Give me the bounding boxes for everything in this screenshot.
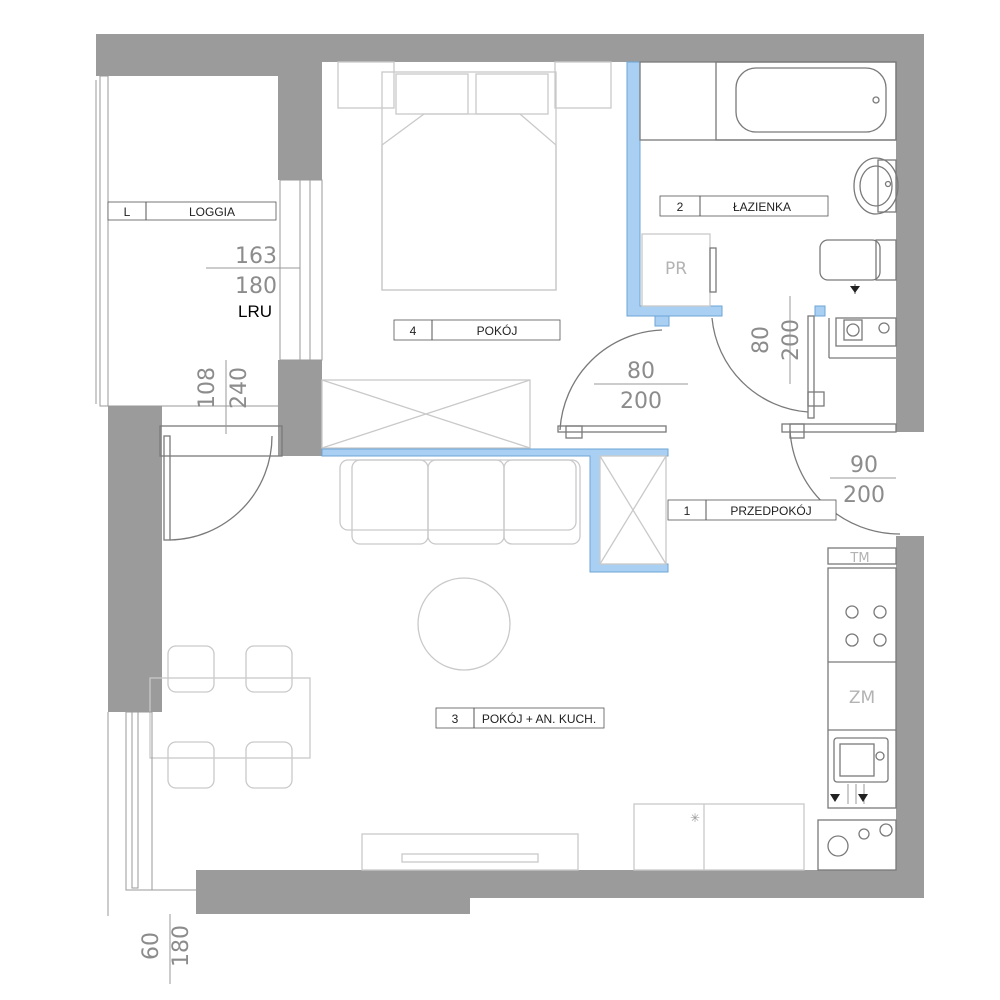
sofa-cushion-3 [503,459,581,545]
tv [401,853,539,863]
nightstand-right [554,61,612,109]
room-label-loggia: L LOGGIA [107,201,277,221]
nightstand-left [337,61,395,109]
svg-text:90: 90 [850,453,878,478]
bedroom [321,61,612,449]
coffee-table [417,577,511,671]
heater-label: TM [849,551,869,566]
svg-text:✳: ✳ [690,811,700,825]
bedroom-door [557,329,688,439]
wall-right-upper-stub [896,418,924,432]
dim-loggia-door: 108 240 [195,360,252,434]
svg-text:200: 200 [620,389,662,414]
svg-text:200: 200 [843,483,885,508]
dim-bathroom-door: 80 200 [749,319,804,361]
hall-wardrobe [599,455,667,565]
svg-text:180: 180 [169,925,194,967]
dim-living-window: 60 180 [139,914,194,984]
svg-text:200: 200 [779,319,804,361]
room-label-bedroom: 4 POKÓJ [393,319,561,341]
bathroom-upper-box [639,61,897,141]
living-window-frame [125,711,153,891]
partitions [321,61,826,573]
toilet [819,239,881,281]
wardrobe [321,379,531,449]
kitchen-counter [827,567,897,809]
bathtub-inner [735,67,887,133]
svg-text:1: 1 [684,504,691,518]
svg-text:2: 2 [677,200,684,214]
svg-text:LOGGIA: LOGGIA [189,205,235,219]
dim-bedroom-door: 80 200 [620,359,662,414]
hob-burner [845,605,859,619]
svg-text:60: 60 [139,932,164,960]
loggia [95,75,323,407]
svg-text:L: L [124,205,131,219]
tv-cabinet [361,833,579,871]
fridge-label: ZM [849,688,875,708]
kitchen-base-cabinet [633,803,805,871]
wall-bottom [196,870,924,914]
bed-frame [381,71,557,291]
svg-text:80: 80 [749,326,774,354]
living-room [107,459,581,916]
washbasin [853,157,899,215]
room-label-bathroom: 2 ŁAZIENKA [659,195,829,217]
pillow-right [475,73,549,115]
sink [833,737,889,783]
sofa-cushion-2 [427,459,505,545]
kitchen: TM ZM ✳ [633,547,897,871]
chair-1 [167,645,215,693]
bathroom-door [711,296,825,419]
loggia-door [159,425,283,541]
sofa-cushion-1 [351,459,429,545]
duvet [381,113,557,291]
walls [96,34,924,914]
chair-4 [245,741,293,789]
svg-text:80: 80 [627,359,655,384]
svg-text:180: 180 [235,274,277,299]
loggia-window-code: LRU [238,302,272,321]
doors [159,296,901,541]
room-label-living: 3 POKÓJ + AN. KUCH. [435,707,605,729]
svg-text:108: 108 [195,367,220,409]
shaft-kitchen [817,819,897,871]
sofa-back [339,459,577,531]
wall-loggia-divider [278,360,322,456]
dim-loggia-window: 163 180 LRU [235,244,277,321]
bathroom: PR [639,61,899,359]
pillow-left [395,73,469,115]
room-label-hall: 1 PRZEDPOKÓJ [667,499,837,521]
wall-living-left [108,406,162,712]
wall-right-lower [896,536,924,898]
bathtub [715,61,897,141]
svg-text:3: 3 [452,712,459,726]
svg-text:ŁAZIENKA: ŁAZIENKA [733,200,791,214]
partition-bedroom [321,448,669,573]
svg-text:POKÓJ + AN. KUCH.: POKÓJ + AN. KUCH. [482,711,596,726]
chair-3 [167,741,215,789]
washer-label: PR [665,259,687,279]
shaft-bathroom [835,317,897,347]
loggia-outline [99,75,109,407]
dim-entrance-door: 90 200 [843,453,885,508]
wall-top [96,34,924,418]
svg-text:4: 4 [410,324,417,338]
svg-text:240: 240 [227,367,252,409]
svg-text:163: 163 [235,244,277,269]
heater-box [827,547,897,565]
svg-text:POKÓJ: POKÓJ [477,323,518,338]
dining-table [149,677,311,759]
svg-text:PRZEDPOKÓJ: PRZEDPOKÓJ [730,503,811,518]
chair-2 [245,645,293,693]
loggia-window-frame [279,179,323,361]
